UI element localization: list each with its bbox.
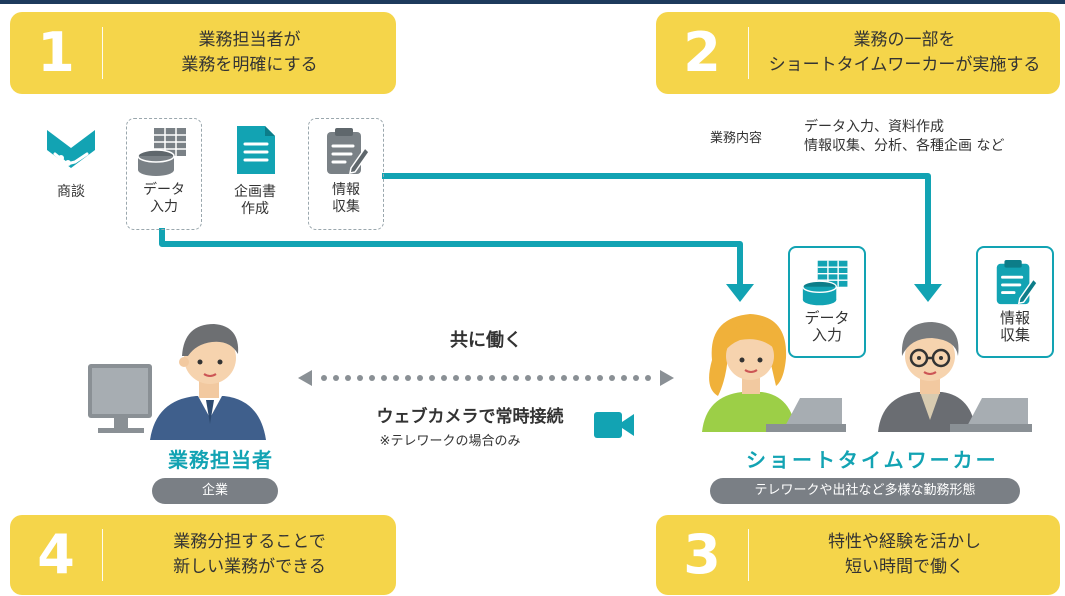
arrow-dot [333,375,339,381]
arrow-dot [645,375,651,381]
arrow-dot [585,375,591,381]
arrow-data-entry-head [726,284,754,302]
arrow-dot [525,375,531,381]
arrow-dot [345,375,351,381]
step-1-card: 1 業務担当者が 業務を明確にする [10,12,396,94]
step-2-number: 2 [683,21,721,84]
arrow-info-collection-head [914,284,942,302]
step-1-divider [102,27,103,79]
data-entry-task-box [126,118,202,230]
data-entry-task: データ 入力 [126,126,202,216]
data-entry-label: データ 入力 [143,182,185,215]
arrow-dot [513,375,519,381]
arrow-dot [369,375,375,381]
telework-note: ※テレワークの場合のみ [379,434,521,449]
database-icon [137,128,186,176]
worker-database-icon [802,260,848,306]
task-content-label: 業務内容 [710,131,763,146]
worker-clipboard-icon [996,259,1039,305]
worker-man-illustration [878,322,1032,432]
handshake-icon [47,130,95,168]
worker-role-label: ショートタイムワーカー [746,448,999,472]
arrow-dot [621,375,627,381]
negotiation-task: 商談 [36,124,106,201]
worker-woman-illustration [702,314,846,432]
arrow-dot [549,375,555,381]
worker-info-collection-card: 情報 収集 [976,246,1054,358]
arrow-dot [561,375,567,381]
arrow-dot [501,375,507,381]
arrow-data-entry-path [159,228,743,288]
arrow-dot [633,375,639,381]
arrow-dot [537,375,543,381]
arrow-dot [477,375,483,381]
info-collection-label: 情報 収集 [332,182,360,215]
worker-info-collection-label: 情報 収集 [999,309,1030,344]
step-1-text: 業務担当者が 業務を明確にする [181,30,318,75]
task-content-line2: 情報収集、分析、各種企画 など [804,138,1005,154]
arrow-dot [357,375,363,381]
step-3-card: 3 特性や経験を活かし 短い時間で働く [656,515,1060,595]
step-2-divider [748,27,749,79]
negotiation-label: 商談 [57,184,85,200]
step-3-number: 3 [683,523,721,586]
arrow-dot [405,375,411,381]
step-2-card: 2 業務の一部を ショートタイムワーカーが実施する [656,12,1060,94]
step-4-divider [102,529,103,581]
arrow-dot [573,375,579,381]
step-1-number: 1 [37,21,75,84]
work-together-label: 共に働く [450,330,522,351]
arrow-dot [429,375,435,381]
step-4-text: 業務分担することで 新しい業務ができる [173,532,326,577]
step-3-text: 特性や経験を活かし 短い時間で働く [828,532,981,577]
arrow-dot [489,375,495,381]
arrow-dot [321,375,327,381]
webcam-connection-label: ウェブカメラで常時接続 [376,407,564,427]
webcam-icon [594,412,634,438]
arrow-dot [381,375,387,381]
clipboard-icon [327,128,370,174]
step-4-card: 4 業務分担することで 新しい業務ができる [10,515,396,595]
bidirectional-dotted-arrow [298,370,674,386]
manager-role-label: 業務担当者 [168,448,273,472]
manager-badge: 企業 [152,478,278,504]
arrow-dot [465,375,471,381]
arrow-dot [453,375,459,381]
worker-data-entry-label: データ 入力 [804,309,850,344]
arrow-dot [609,375,615,381]
worker-data-entry-card: データ 入力 [788,246,866,358]
info-collection-task-box [308,118,384,230]
arrow-dot [393,375,399,381]
step-3-divider [748,529,749,581]
info-collection-task: 情報 収集 [308,126,384,216]
arrow-info-collection-path [382,173,931,288]
top-rule [0,0,1065,4]
arrow-dot [441,375,447,381]
task-content-line1: データ入力、資料作成 [804,119,944,135]
document-icon [237,126,275,174]
proposal-task: 企画書 作成 [218,124,292,218]
arrow-dot [597,375,603,381]
step-4-number: 4 [37,523,75,586]
arrow-dot [417,375,423,381]
worker-badge: テレワークや出社など多様な勤務形態 [710,478,1020,504]
manager-illustration [88,324,266,440]
proposal-label: 企画書 作成 [234,184,276,217]
step-2-text: 業務の一部を ショートタイムワーカーが実施する [768,30,1041,75]
